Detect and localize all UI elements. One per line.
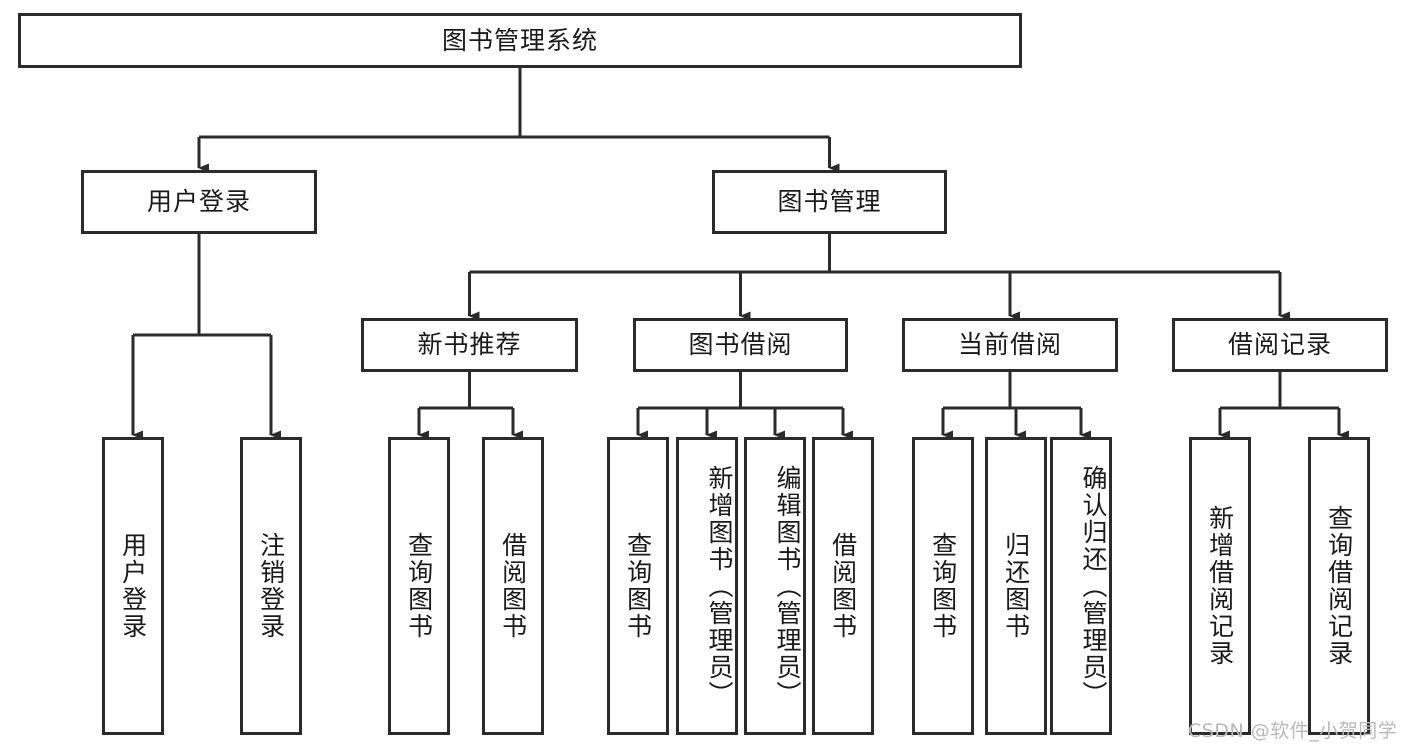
node-注销登录[interactable]: 注销登录 bbox=[240, 437, 302, 735]
node-新书推荐[interactable]: 新书推荐 bbox=[361, 318, 578, 372]
node-查询借阅记录[interactable]: 查询借阅记录 bbox=[1308, 437, 1370, 735]
node-确认归还管理员[interactable]: 确认归还（管理员） bbox=[1050, 437, 1112, 735]
node-查询图书[interactable]: 查询图书 bbox=[912, 437, 974, 735]
node-当前借阅[interactable]: 当前借阅 bbox=[902, 318, 1118, 372]
node-label: 用户登录 bbox=[118, 532, 148, 640]
node-新增借阅记录[interactable]: 新增借阅记录 bbox=[1189, 437, 1251, 735]
node-label: 注销登录 bbox=[256, 532, 286, 640]
node-借阅记录[interactable]: 借阅记录 bbox=[1172, 318, 1388, 372]
node-label: 用户登录 bbox=[146, 187, 251, 217]
node-label: 图书借阅 bbox=[688, 330, 793, 360]
node-label: 归还图书 bbox=[1001, 532, 1031, 640]
node-label: 借阅图书 bbox=[828, 532, 858, 640]
node-label: 查询借阅记录 bbox=[1324, 505, 1354, 667]
node-图书借阅[interactable]: 图书借阅 bbox=[633, 318, 848, 372]
node-查询图书[interactable]: 查询图书 bbox=[388, 437, 450, 735]
node-label: 当前借阅 bbox=[957, 330, 1062, 360]
node-label: 新增图书（管理员） bbox=[705, 464, 734, 708]
node-label: 查询图书 bbox=[928, 532, 958, 640]
node-新增图书管理员[interactable]: 新增图书（管理员） bbox=[676, 437, 738, 735]
node-图书管理系统[interactable]: 图书管理系统 bbox=[18, 13, 1022, 68]
node-label: 查询图书 bbox=[404, 532, 434, 640]
node-借阅图书[interactable]: 借阅图书 bbox=[812, 437, 874, 735]
node-借阅图书[interactable]: 借阅图书 bbox=[482, 437, 544, 735]
node-label: 图书管理 bbox=[777, 187, 882, 217]
node-label: 新书推荐 bbox=[417, 330, 522, 360]
csdn-watermark: CSDN @软件_小贺同学 bbox=[1188, 720, 1398, 742]
node-label: 借阅记录 bbox=[1227, 330, 1332, 360]
node-label: 编辑图书（管理员） bbox=[773, 464, 802, 708]
node-编辑图书管理员[interactable]: 编辑图书（管理员） bbox=[744, 437, 806, 735]
node-图书管理[interactable]: 图书管理 bbox=[712, 170, 947, 234]
node-归还图书[interactable]: 归还图书 bbox=[985, 437, 1047, 735]
node-label: 查询图书 bbox=[623, 532, 653, 640]
node-label: 新增借阅记录 bbox=[1205, 505, 1235, 667]
node-label: 确认归还（管理员） bbox=[1079, 464, 1108, 708]
node-用户登录[interactable]: 用户登录 bbox=[102, 437, 164, 735]
node-label: 借阅图书 bbox=[498, 532, 528, 640]
node-用户登录[interactable]: 用户登录 bbox=[81, 170, 317, 234]
node-label: 图书管理系统 bbox=[441, 25, 598, 55]
node-查询图书[interactable]: 查询图书 bbox=[607, 437, 669, 735]
